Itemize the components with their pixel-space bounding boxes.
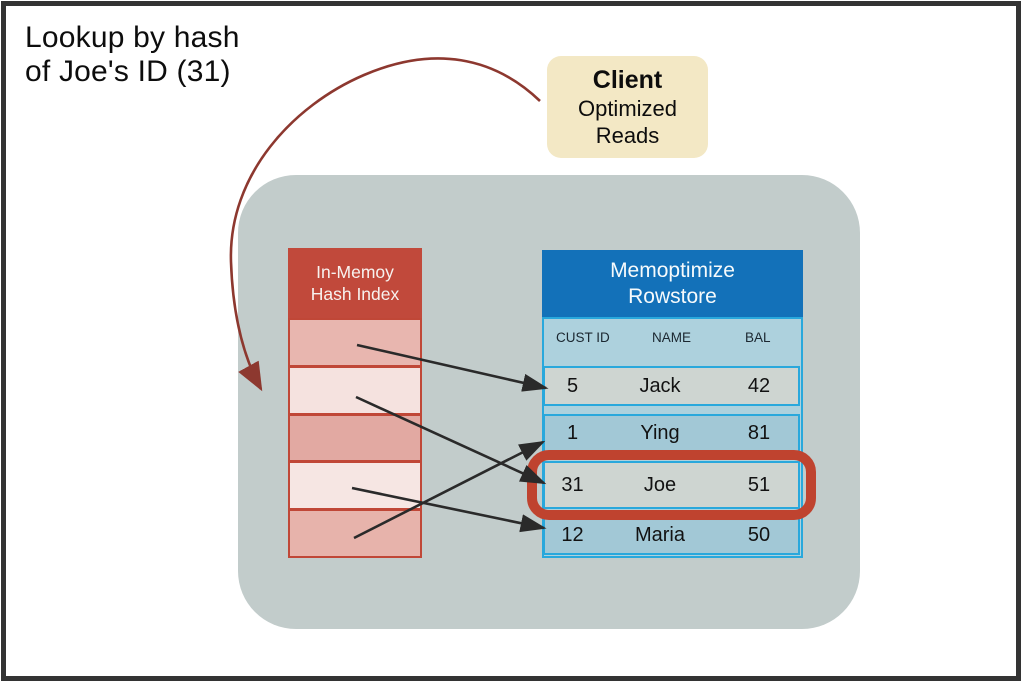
client-box-title: Client — [592, 66, 663, 94]
page-title-line-2: of Joe's ID (31) — [25, 55, 231, 88]
column-header-cust-id: CUST ID — [556, 330, 610, 345]
column-header-bal: BAL — [745, 330, 771, 345]
table-row-ying: 1 Ying 81 — [543, 414, 800, 453]
cell-name: Jack — [639, 374, 681, 397]
rowstore-header: Memoptimize Rowstore — [542, 250, 803, 317]
hash-index-title-line-1: In-Memoy — [316, 262, 394, 282]
rowstore-title-line-2: Rowstore — [628, 284, 717, 308]
cell-cust-id: 1 — [566, 422, 579, 444]
hash-bucket-2 — [290, 367, 420, 416]
hash-bucket-4 — [290, 463, 420, 512]
joe-row-highlight-ring — [527, 450, 816, 520]
cell-bal: 81 — [747, 422, 771, 444]
rowstore-column-headers: CUST ID NAME BAL — [543, 330, 802, 346]
cell-cust-id: 5 — [566, 374, 579, 397]
cell-cust-id: 12 — [561, 524, 584, 546]
cell-bal: 42 — [747, 374, 771, 397]
hash-index-title-line-2: Hash Index — [310, 284, 400, 304]
client-box: Client Optimized Reads — [547, 56, 708, 158]
cell-bal: 51 — [747, 473, 771, 496]
cell-name: Maria — [634, 524, 685, 546]
cell-bal: 50 — [747, 524, 771, 546]
table-row-maria: 12 Maria 50 — [543, 516, 800, 555]
hash-bucket-1 — [290, 320, 420, 368]
hash-bucket-3 — [290, 415, 420, 464]
page-title-line-1: Lookup by hash — [25, 21, 240, 54]
client-box-subtitle-line-2: Reads — [595, 123, 660, 148]
cell-name: Ying — [640, 422, 680, 444]
rowstore-title-line-1: Memoptimize — [610, 258, 735, 282]
cell-name: Joe — [643, 473, 677, 496]
hash-index-header: In-Memoy Hash Index — [288, 248, 422, 318]
table-row-jack: 5 Jack 42 — [543, 366, 800, 406]
hash-bucket-5 — [290, 511, 420, 556]
page-title: Lookup by hash of Joe's ID (31) — [25, 21, 240, 89]
column-header-name: NAME — [651, 330, 691, 345]
client-box-subtitle-line-1: Optimized — [577, 96, 678, 121]
table-row-joe: 31 Joe 51 — [543, 461, 800, 509]
cell-cust-id: 31 — [561, 473, 584, 496]
hash-index-buckets — [288, 318, 422, 558]
